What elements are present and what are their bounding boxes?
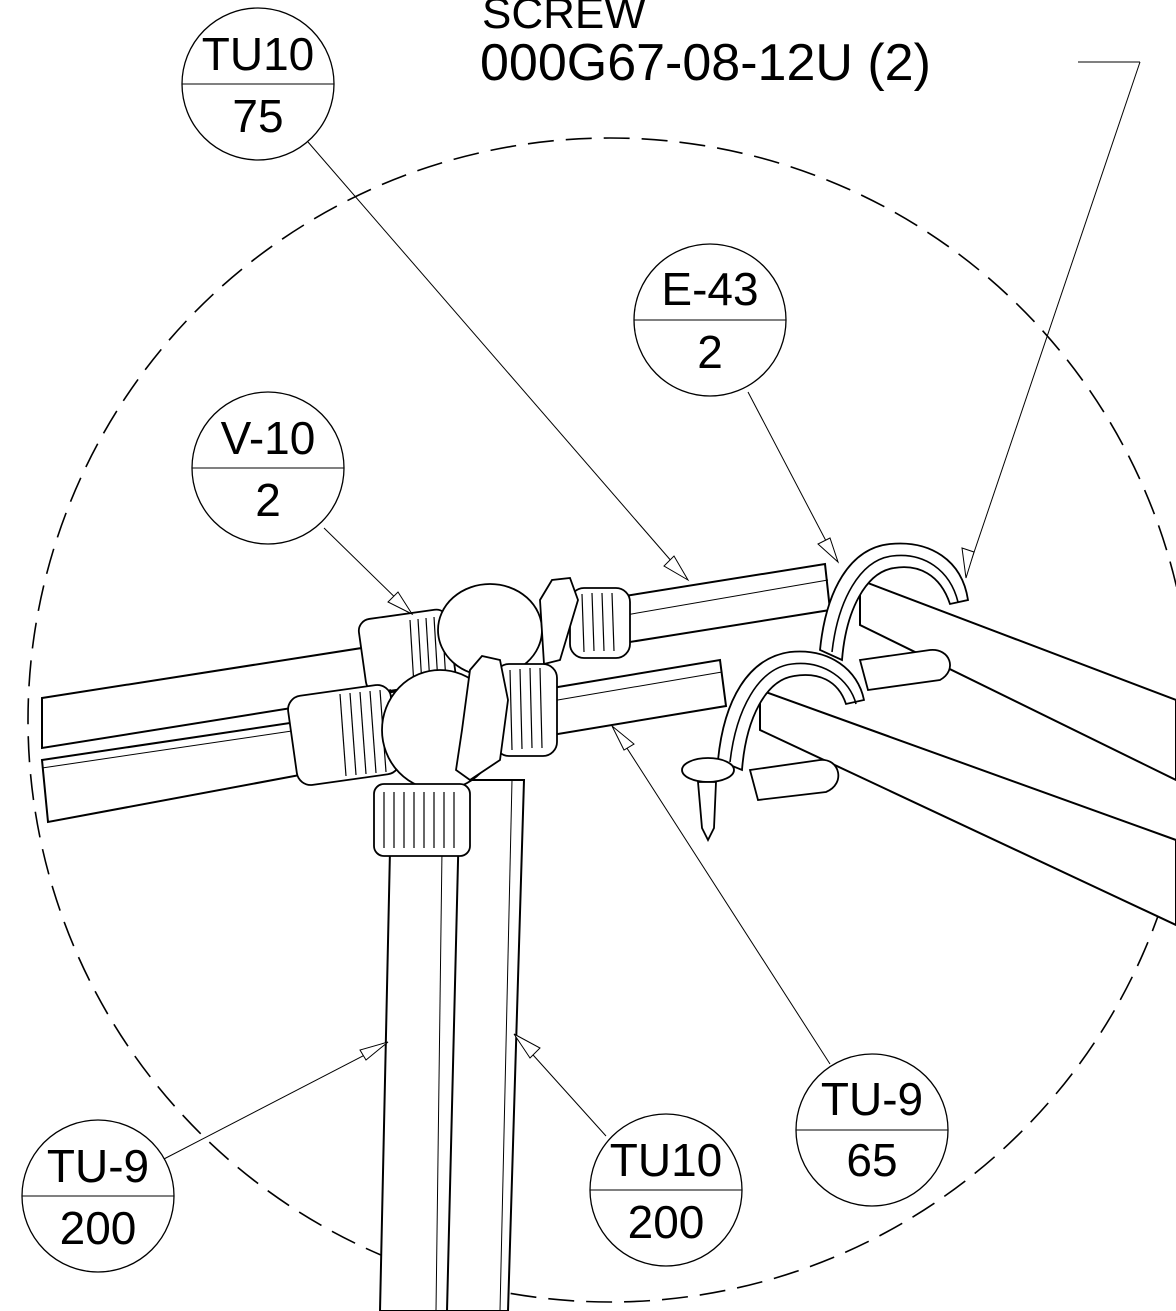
balloon-part-label: E-43	[661, 263, 758, 315]
balloon-quantity: 2	[255, 474, 281, 526]
balloon-e43-2: E-43 2	[633, 243, 787, 397]
screw-callout-title: SCREW	[482, 0, 646, 38]
vertical-pipe-tu10	[445, 779, 526, 1311]
balloon-quantity: 2	[697, 326, 723, 378]
balloon-tu9-65: TU-9 65	[795, 1053, 949, 1207]
screw-shank	[697, 781, 717, 843]
screw-head	[681, 757, 735, 783]
detail-boundary-circle	[27, 137, 1176, 1303]
balloon-tu9-200: TU-9 200	[21, 1119, 175, 1273]
balloon-quantity: 200	[628, 1196, 705, 1248]
balloon-part-label: TU10	[202, 28, 314, 80]
valve-fittings	[287, 577, 631, 857]
e43-pipe-clamps	[681, 542, 970, 843]
balloon-tu10-75: TU10 75	[181, 7, 335, 161]
back-horizontal-pipe-right	[598, 562, 832, 648]
right-diagonal-pipe-lower	[759, 688, 1176, 927]
screw-callout-part-number: 000G67-08-12U (2)	[480, 34, 931, 92]
balloon-quantity: 65	[846, 1134, 897, 1186]
balloon-quantity: 75	[232, 90, 283, 142]
balloon-part-label: TU-9	[47, 1140, 149, 1192]
right-diagonal-pipe-upper	[859, 578, 1176, 782]
balloon-quantity: 200	[60, 1202, 137, 1254]
balloon-tu10-200: TU10 200	[589, 1113, 743, 1267]
vertical-pipe-nut	[373, 783, 471, 857]
leader-lines	[161, 61, 1141, 1161]
balloon-part-label: TU10	[610, 1134, 722, 1186]
balloon-part-label: V-10	[221, 412, 316, 464]
balloon-part-label: TU-9	[821, 1073, 923, 1125]
balloon-v10-2: V-10 2	[191, 391, 345, 545]
